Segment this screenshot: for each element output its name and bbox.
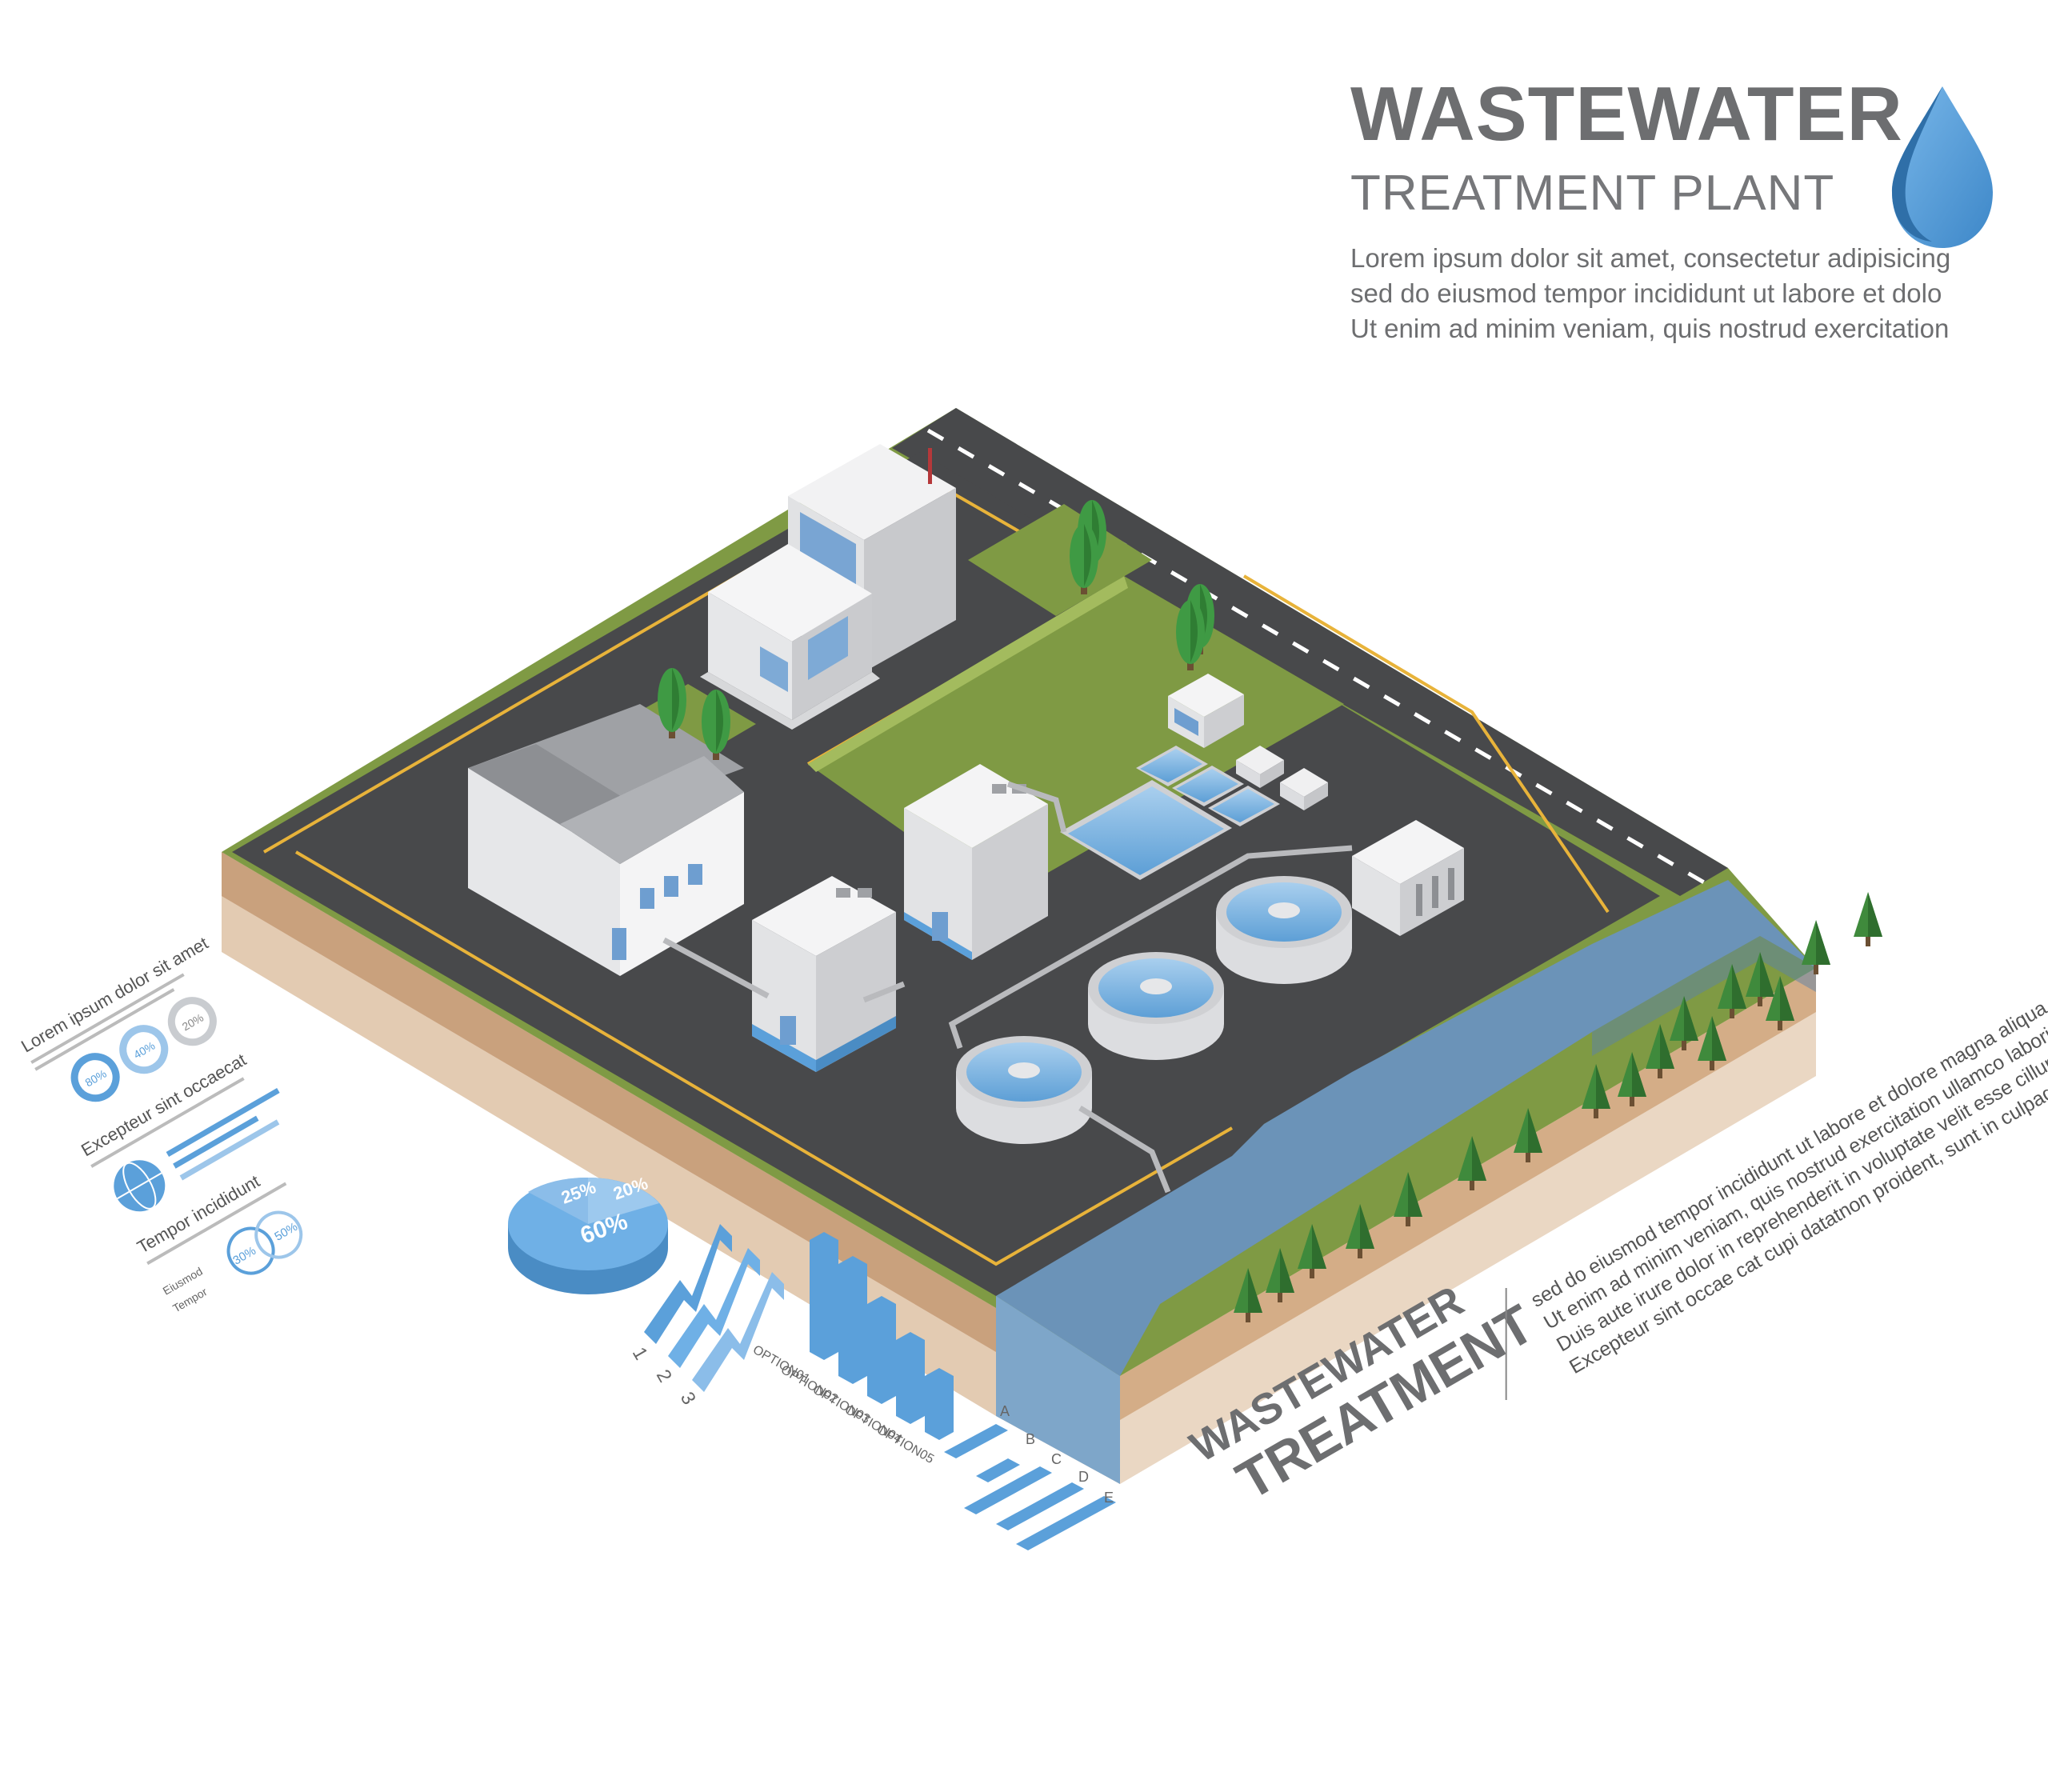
letter-label-a: A <box>1000 1403 1010 1419</box>
donut-1-label: 80% <box>82 1067 108 1090</box>
wave-label-2: 2 <box>652 1366 676 1386</box>
page-subtitle: TREATMENT PLANT <box>1350 166 1835 221</box>
river <box>996 880 1816 1376</box>
header: WASTEWATER TREATMENT PLANT Lorem ipsum d… <box>1350 76 2022 346</box>
pump-house <box>1352 820 1464 936</box>
venn-label-2: 50% <box>272 1220 300 1244</box>
wave-label-1: 1 <box>628 1344 652 1364</box>
letter-label-d: D <box>1078 1469 1089 1485</box>
side-block2-title: Excepteur sint occaecat <box>78 1050 250 1160</box>
page-title: WASTEWATER <box>1350 71 1903 157</box>
storage-tanks <box>1236 746 1328 810</box>
donut-2-label: 40% <box>131 1039 157 1062</box>
wave-label-3: 3 <box>676 1389 700 1409</box>
letter-label-b: B <box>1026 1431 1035 1447</box>
globe-icon <box>114 1160 166 1212</box>
office-building <box>700 444 956 730</box>
description-line-1: Lorem ipsum dolor sit amet, consectetur … <box>1350 243 1951 273</box>
letter-label-c: C <box>1051 1451 1062 1467</box>
donut-charts: 80% 40% 20% <box>70 997 217 1102</box>
process-building-1 <box>752 876 896 1072</box>
letter-label-e: E <box>1104 1490 1114 1506</box>
description-line-2: sed do eiusmod tempor incididunt ut labo… <box>1350 278 1942 308</box>
venn-label-1: 30% <box>230 1244 258 1268</box>
settling-pool <box>1060 746 1280 880</box>
pie-chart: 25% 20% 60% <box>508 1173 668 1294</box>
clarifier-1 <box>956 1036 1092 1144</box>
description-line-3: Ut enim ad minim veniam, quis nostrud ex… <box>1350 314 1950 343</box>
clarifier-3 <box>1216 876 1352 984</box>
clarifier-2 <box>1088 952 1224 1060</box>
header-description: Lorem ipsum dolor sit amet, consectetur … <box>1350 241 2022 346</box>
letter-bar-chart: A B C D E <box>944 1403 1116 1550</box>
water-drop-icon <box>1892 86 1993 248</box>
clarifier-tanks <box>662 781 1353 1194</box>
donut-3-label: 20% <box>180 1011 206 1034</box>
control-house <box>1168 674 1244 748</box>
